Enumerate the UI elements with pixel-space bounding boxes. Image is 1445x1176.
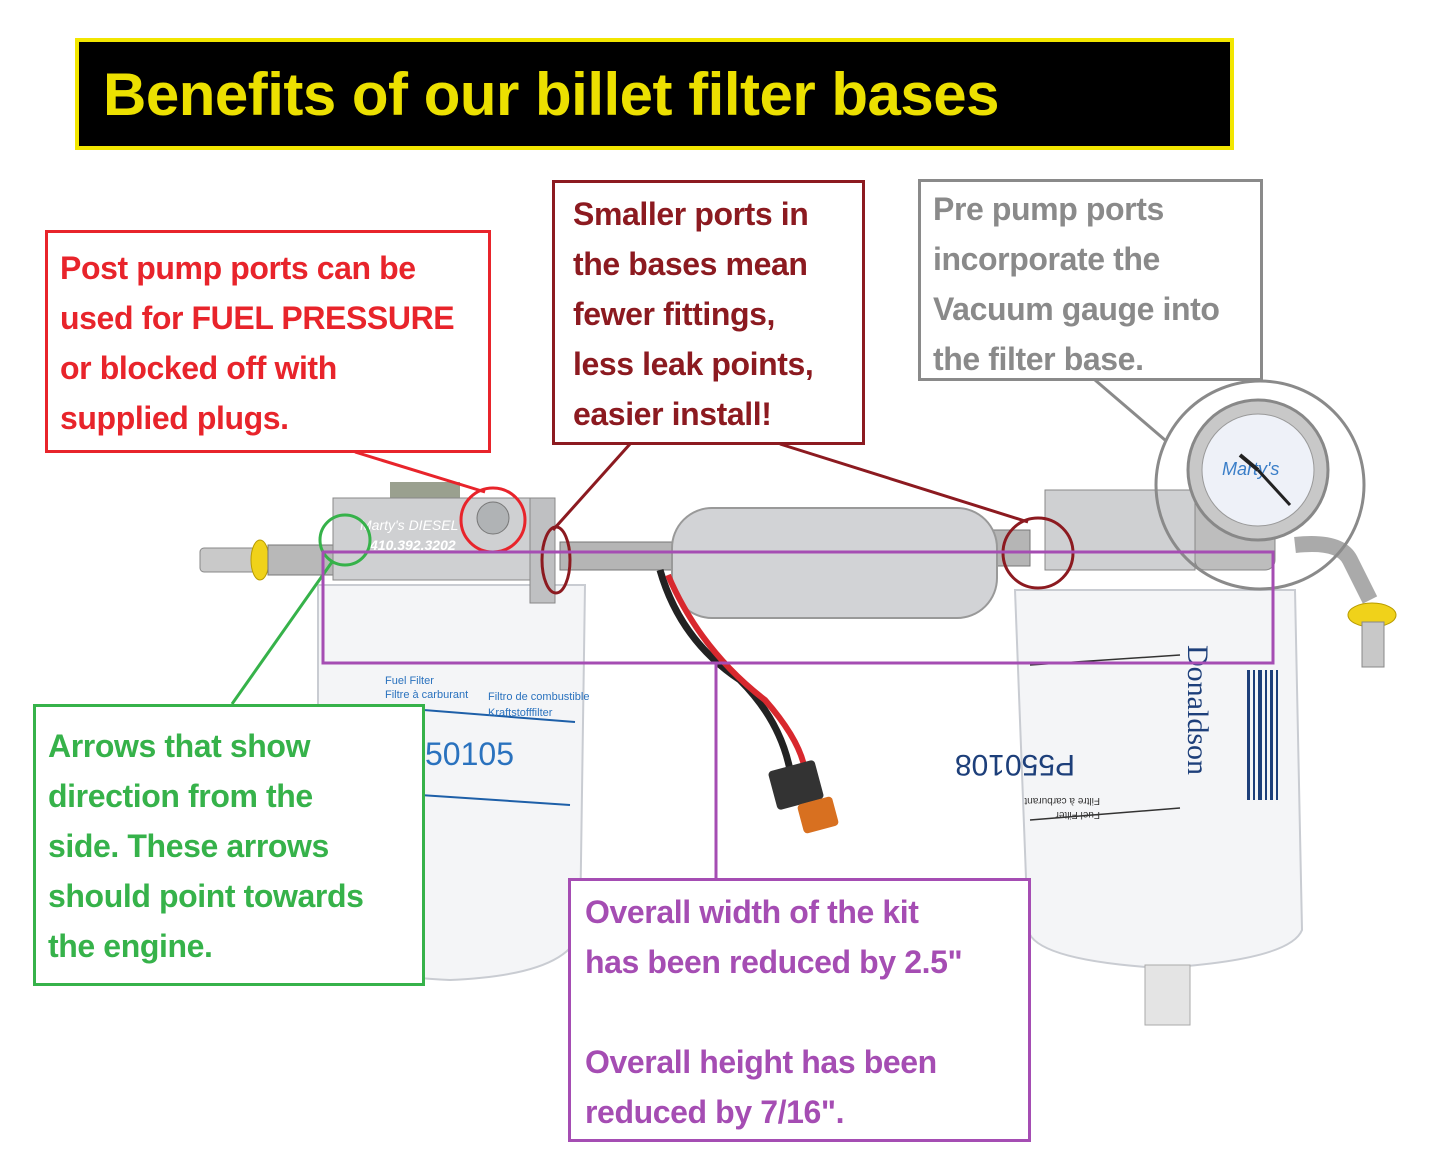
callout-line: less leak points, (573, 346, 814, 382)
fuel-pump (671, 507, 998, 619)
callout-line: Vacuum gauge into (933, 291, 1220, 327)
callout-overall-dimensions: Overall width of the kit has been reduce… (568, 878, 1031, 1142)
callout-line: Arrows that show (48, 728, 311, 764)
callout-direction-arrows: Arrows that show direction from the side… (33, 704, 425, 986)
gauge-brand: Marty's (1222, 459, 1279, 479)
callout-line: supplied plugs. (60, 400, 289, 436)
left-filter-label-de: Kraftstofffilter (488, 707, 553, 719)
right-filter-label-fr: Filtre à carburant (1024, 795, 1100, 806)
right-filter-brand: Donaldson (1181, 645, 1214, 775)
callout-post-pump-ports: Post pump ports can be used for FUEL PRE… (45, 230, 491, 453)
right-filter-base (1044, 489, 1397, 668)
left-filter-part-number: 50105 (425, 736, 514, 772)
callout-smaller-ports: Smaller ports in the bases mean fewer fi… (552, 180, 865, 445)
right-filter: P550108 Donaldson Fuel Filter Filtre à c… (955, 589, 1304, 1026)
left-filter-label-es: Filtro de combustible (488, 691, 590, 703)
page-title-banner: Benefits of our billet filter bases (75, 38, 1234, 150)
callout-line: fewer fittings, (573, 296, 776, 332)
callout-line: the bases mean (573, 246, 808, 282)
callout-line: has been reduced by 2.5" (585, 944, 963, 980)
callout-line: incorporate the (933, 241, 1160, 277)
callout-line: easier install! (573, 396, 772, 432)
callout-line: direction from the (48, 778, 313, 814)
callout-line: Overall height has been (585, 1044, 937, 1080)
pump-wiring (656, 569, 839, 834)
page-title: Benefits of our billet filter bases (103, 60, 1000, 128)
left-filter-label: Fuel Filter (385, 675, 434, 687)
vacuum-gauge: Marty's (1186, 398, 1330, 571)
callout-line: side. These arrows (48, 828, 329, 864)
callout-line: Pre pump ports (933, 191, 1164, 227)
annotation-overlays (230, 378, 1366, 878)
base-engraving: Marty's DIESEL (360, 517, 458, 533)
right-filter-label: Fuel Filter (1055, 809, 1100, 820)
callout-line: or blocked off with (60, 350, 337, 386)
callout-line: the filter base. (933, 341, 1144, 377)
left-fitting (199, 539, 334, 581)
base-phone: 410.392.3202 (369, 537, 456, 553)
callout-line: reduced by 7/16". (585, 1094, 845, 1130)
callout-line-spacer (585, 987, 1016, 1037)
barcode (1247, 670, 1278, 800)
callout-line: Overall width of the kit (585, 894, 919, 930)
right-filter-part-number: P550108 (955, 748, 1075, 781)
callout-line: Post pump ports can be (60, 250, 416, 286)
callout-line: the engine. (48, 928, 213, 964)
callout-line: used for FUEL PRESSURE (60, 300, 455, 336)
callout-pre-pump-ports: Pre pump ports incorporate the Vacuum ga… (918, 179, 1263, 381)
left-filter-label-fr: Filtre à carburant (385, 689, 468, 701)
callout-line: should point towards (48, 878, 364, 914)
callout-line: Smaller ports in (573, 196, 809, 232)
